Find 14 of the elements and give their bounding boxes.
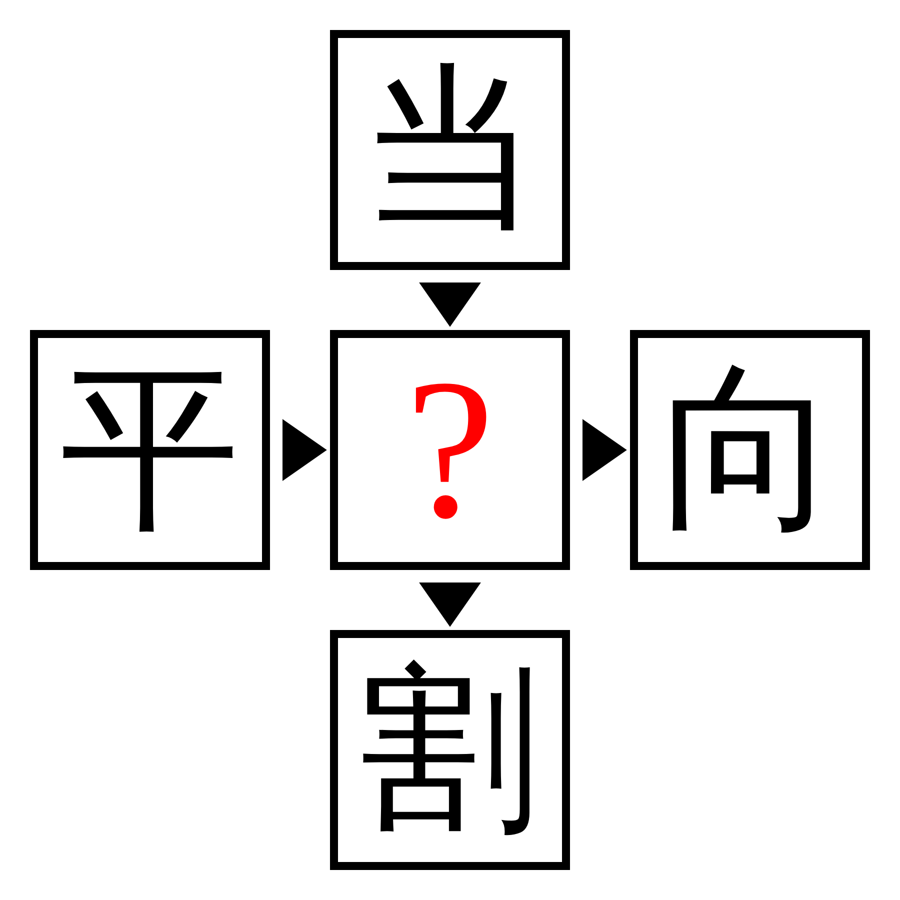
arrow (582, 419, 627, 481)
arrow (419, 282, 481, 327)
kanji-character: 平 (60, 360, 240, 540)
kanji-character: 当 (360, 60, 540, 240)
question-mark: ? (406, 350, 494, 550)
arrow (419, 582, 481, 627)
character-box (330, 330, 570, 570)
kanji-character: 割 (360, 660, 540, 840)
kanji-character: 向 (660, 360, 840, 540)
character-box (30, 330, 270, 570)
character-box (330, 630, 570, 870)
arrow (282, 419, 327, 481)
character-box (330, 30, 570, 270)
character-box (630, 330, 870, 570)
